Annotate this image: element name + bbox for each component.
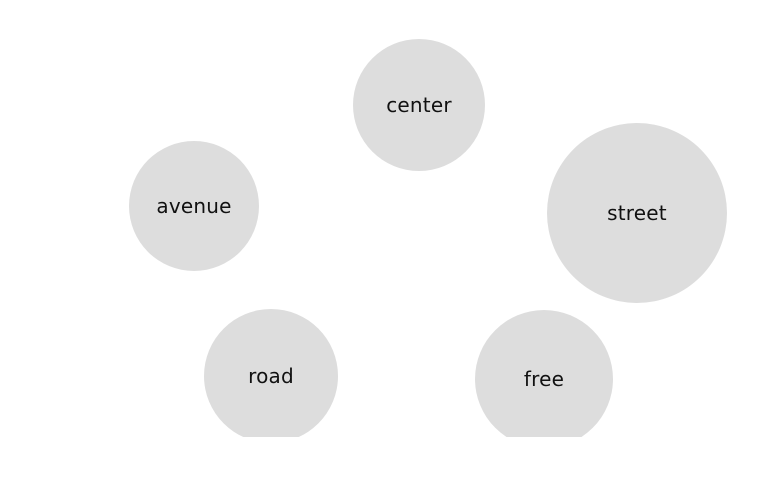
bubble-label-road: road: [248, 364, 294, 388]
bubble-area: center avenue street road free: [129, 39, 727, 437]
bubble-label-center: center: [386, 93, 452, 117]
bubble-label-street: street: [607, 201, 667, 225]
bubble-avenue: avenue: [129, 141, 259, 271]
bubble-road: road: [204, 309, 338, 437]
bubble-center: center: [353, 39, 485, 171]
bubble-street: street: [547, 123, 727, 303]
bubble-label-free: free: [523, 367, 565, 391]
bubble-free: free: [475, 310, 613, 437]
bubble-label-avenue: avenue: [156, 194, 232, 218]
